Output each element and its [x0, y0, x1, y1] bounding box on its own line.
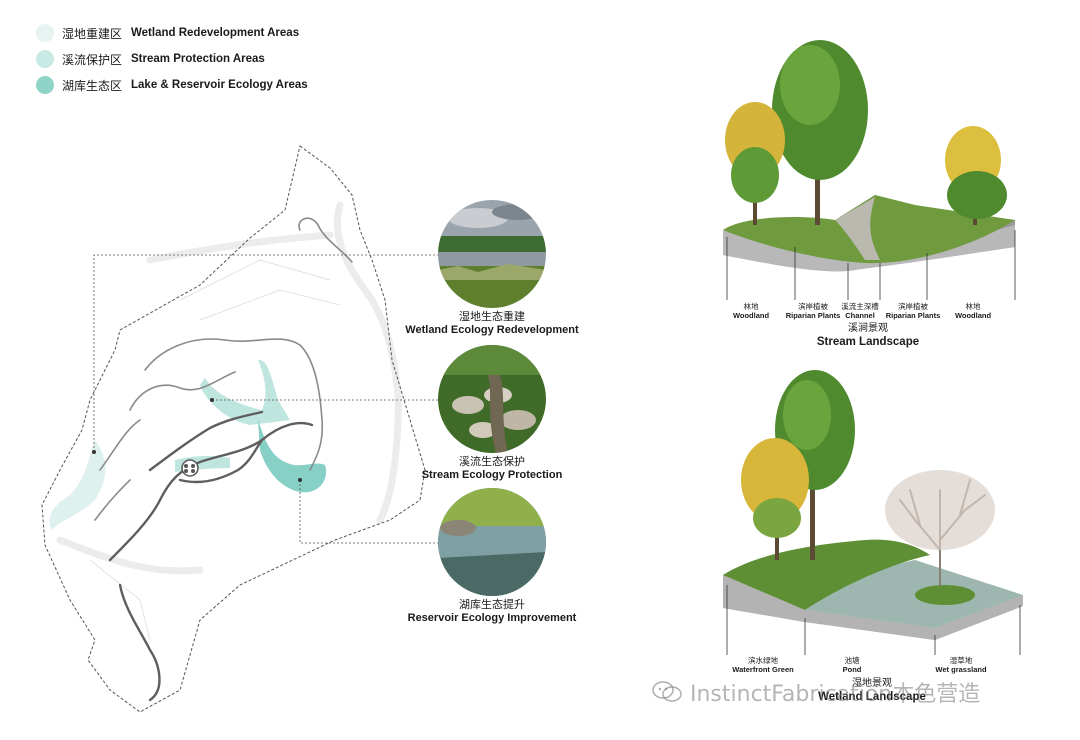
stream-label-woodland-left: 林地 Woodland — [722, 302, 780, 320]
label-en: Woodland — [732, 311, 770, 320]
legend-label-en: Wetland Redevelopment Areas — [131, 27, 300, 39]
label-en: Riparian Plants — [885, 311, 941, 320]
wetland-photo — [438, 200, 546, 308]
legend-label-zh: 湿地重建区 — [62, 26, 123, 41]
legend-item-stream: 溪流保护区 Stream Protection Areas — [36, 46, 308, 72]
label-zh: 溪流主深槽 — [841, 302, 879, 311]
wechat-icon — [652, 681, 682, 702]
contour-lines — [94, 217, 353, 521]
label-en: Channel — [845, 311, 875, 320]
stream-label-woodland-right: 林地 Woodland — [945, 302, 1001, 320]
label-zh: 滨岸植被 — [898, 302, 928, 311]
legend-item-lake: 湖库生态区 Lake & Reservoir Ecology Areas — [36, 72, 308, 98]
legend-swatch — [36, 76, 54, 94]
wetland-label-waterfront: 滨水绿地 Waterfront Green — [726, 656, 800, 674]
label-zh: 湿草地 — [949, 656, 973, 665]
wetland-label-wet-grassland: 湿草地 Wet grassland — [928, 656, 994, 674]
callout-label-en: Stream Ecology Protection — [421, 469, 563, 481]
leader-dots — [92, 398, 302, 482]
section-title-en: Stream Landscape — [816, 336, 920, 348]
label-zh: 滨岸植被 — [798, 302, 828, 311]
reservoir-photo — [438, 488, 546, 596]
stream-photo — [438, 345, 546, 453]
watermark-text: InstinctFabrication本色营造 — [690, 682, 981, 707]
legend-label-en: Stream Protection Areas — [131, 53, 265, 65]
callout-label-zh: 湖库生态提升 — [459, 598, 525, 611]
label-zh: 池塘 — [844, 656, 860, 665]
road-bands — [56, 201, 402, 575]
legend-swatch — [36, 50, 54, 68]
site-map — [41, 145, 438, 713]
label-zh: 林地 — [743, 302, 759, 311]
watermark: InstinctFabrication本色营造 — [652, 676, 980, 708]
stream-section-illustration — [723, 40, 1016, 300]
reservoir-node-icon — [181, 459, 199, 477]
section-title-zh: 溪涧景观 — [848, 323, 888, 334]
site-boundary — [41, 145, 426, 713]
wetland-label-pond: 池塘 Pond — [830, 656, 874, 674]
label-en: Woodland — [954, 311, 992, 320]
label-zh: 滨水绿地 — [748, 656, 778, 665]
wetland-section-illustration — [723, 370, 1023, 655]
callout-wetland-caption: 湿地生态重建 Wetland Ecology Redevelopment — [377, 310, 607, 337]
section-title-zh: 湿地景观 — [852, 678, 892, 689]
label-en: Waterfront Green — [732, 665, 794, 674]
legend-swatch — [36, 24, 54, 42]
callout-label-zh: 湿地生态重建 — [459, 310, 525, 323]
leader-lines — [93, 254, 438, 544]
legend-label-en: Lake & Reservoir Ecology Areas — [131, 79, 308, 91]
wetland-section-title: 湿地景观 Wetland Landscape — [772, 677, 972, 704]
legend-label-zh: 湖库生态区 — [62, 78, 123, 93]
stream-label-riparian-right: 滨岸植被 Riparian Plants — [880, 302, 946, 320]
river-network — [108, 410, 314, 702]
legend-label-zh: 溪流保护区 — [62, 52, 123, 67]
stream-label-riparian-left: 滨岸植被 Riparian Plants — [782, 302, 844, 320]
legend-item-wetland: 湿地重建区 Wetland Redevelopment Areas — [36, 20, 308, 46]
label-zh: 林地 — [965, 302, 981, 311]
parcel-lines — [89, 259, 341, 641]
label-en: Riparian Plants — [785, 311, 841, 320]
wetland-area — [49, 440, 106, 530]
label-en: Pond — [842, 665, 862, 674]
stream-label-channel: 溪流主深槽 Channel — [836, 302, 884, 320]
callout-stream-caption: 溪流生态保护 Stream Ecology Protection — [377, 455, 607, 482]
callout-label-zh: 溪流生态保护 — [459, 455, 525, 468]
stream-section-title: 溪涧景观 Stream Landscape — [768, 322, 968, 349]
legend: 湿地重建区 Wetland Redevelopment Areas 溪流保护区 … — [36, 20, 308, 98]
callout-label-en: Reservoir Ecology Improvement — [407, 612, 577, 624]
lake-area — [258, 420, 327, 493]
callout-label-en: Wetland Ecology Redevelopment — [405, 324, 579, 336]
callout-reservoir-caption: 湖库生态提升 Reservoir Ecology Improvement — [377, 598, 607, 625]
label-en: Wet grassland — [935, 665, 987, 674]
section-title-en: Wetland Landscape — [818, 691, 926, 703]
